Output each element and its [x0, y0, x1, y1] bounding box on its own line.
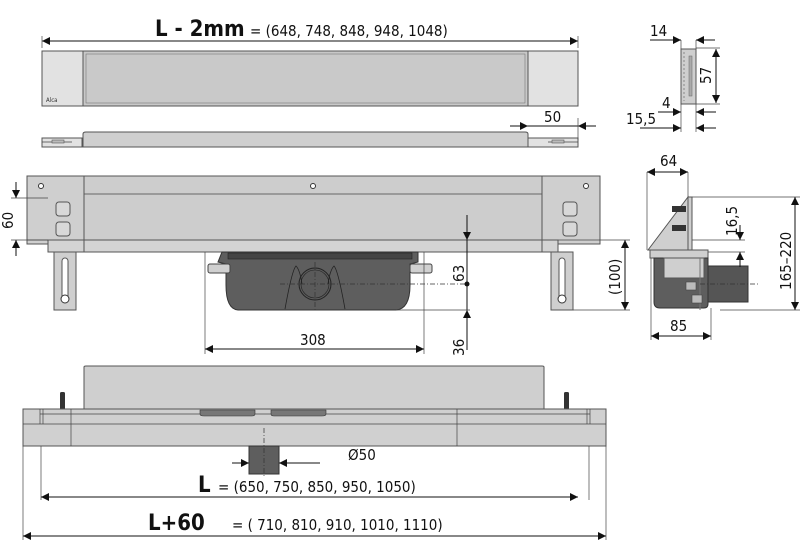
grate-section-view: 57 14 4 15,5 [626, 22, 720, 132]
alca-logo: Alca [46, 97, 57, 104]
grate-length-values: = (648, 748, 848, 948, 1048) [250, 22, 448, 40]
dim-165-220: 165–220 [777, 232, 795, 290]
dim-57: 57 [697, 67, 715, 84]
dim-15-5: 15,5 [626, 110, 656, 128]
dim-14: 14 [650, 22, 667, 40]
dim-16-5: 16,5 [723, 206, 741, 236]
front-view: 60 63 36 308 (100) [0, 175, 630, 356]
dim-64: 64 [660, 152, 677, 170]
length-L-label: L [198, 473, 211, 498]
dim-diameter-50: Ø50 [348, 446, 376, 464]
length-L-values: = (650, 750, 850, 950, 1050) [218, 478, 416, 496]
grate-length-label: L - 2mm [155, 17, 245, 42]
dim-308: 308 [300, 331, 326, 349]
overall-length-label: L+60 [148, 511, 205, 536]
dim-50: 50 [544, 108, 561, 126]
dim-36: 36 [450, 339, 468, 356]
dim-4: 4 [662, 94, 671, 112]
top-grate-right-cap [82, 50, 579, 107]
bottom-view: Ø50 L = (650, 750, 850, 950, 1050) L+60 … [22, 365, 607, 540]
dim-63: 63 [450, 265, 468, 282]
grate-side-view: 50 [41, 108, 596, 148]
dim-60: 60 [0, 212, 17, 229]
dim-100: (100) [606, 259, 624, 295]
dim-85: 85 [670, 317, 687, 335]
overall-length-values: = ( 710, 810, 910, 1010, 1110) [232, 516, 443, 534]
side-section-view: 64 16,5 165–220 85 [646, 152, 800, 340]
